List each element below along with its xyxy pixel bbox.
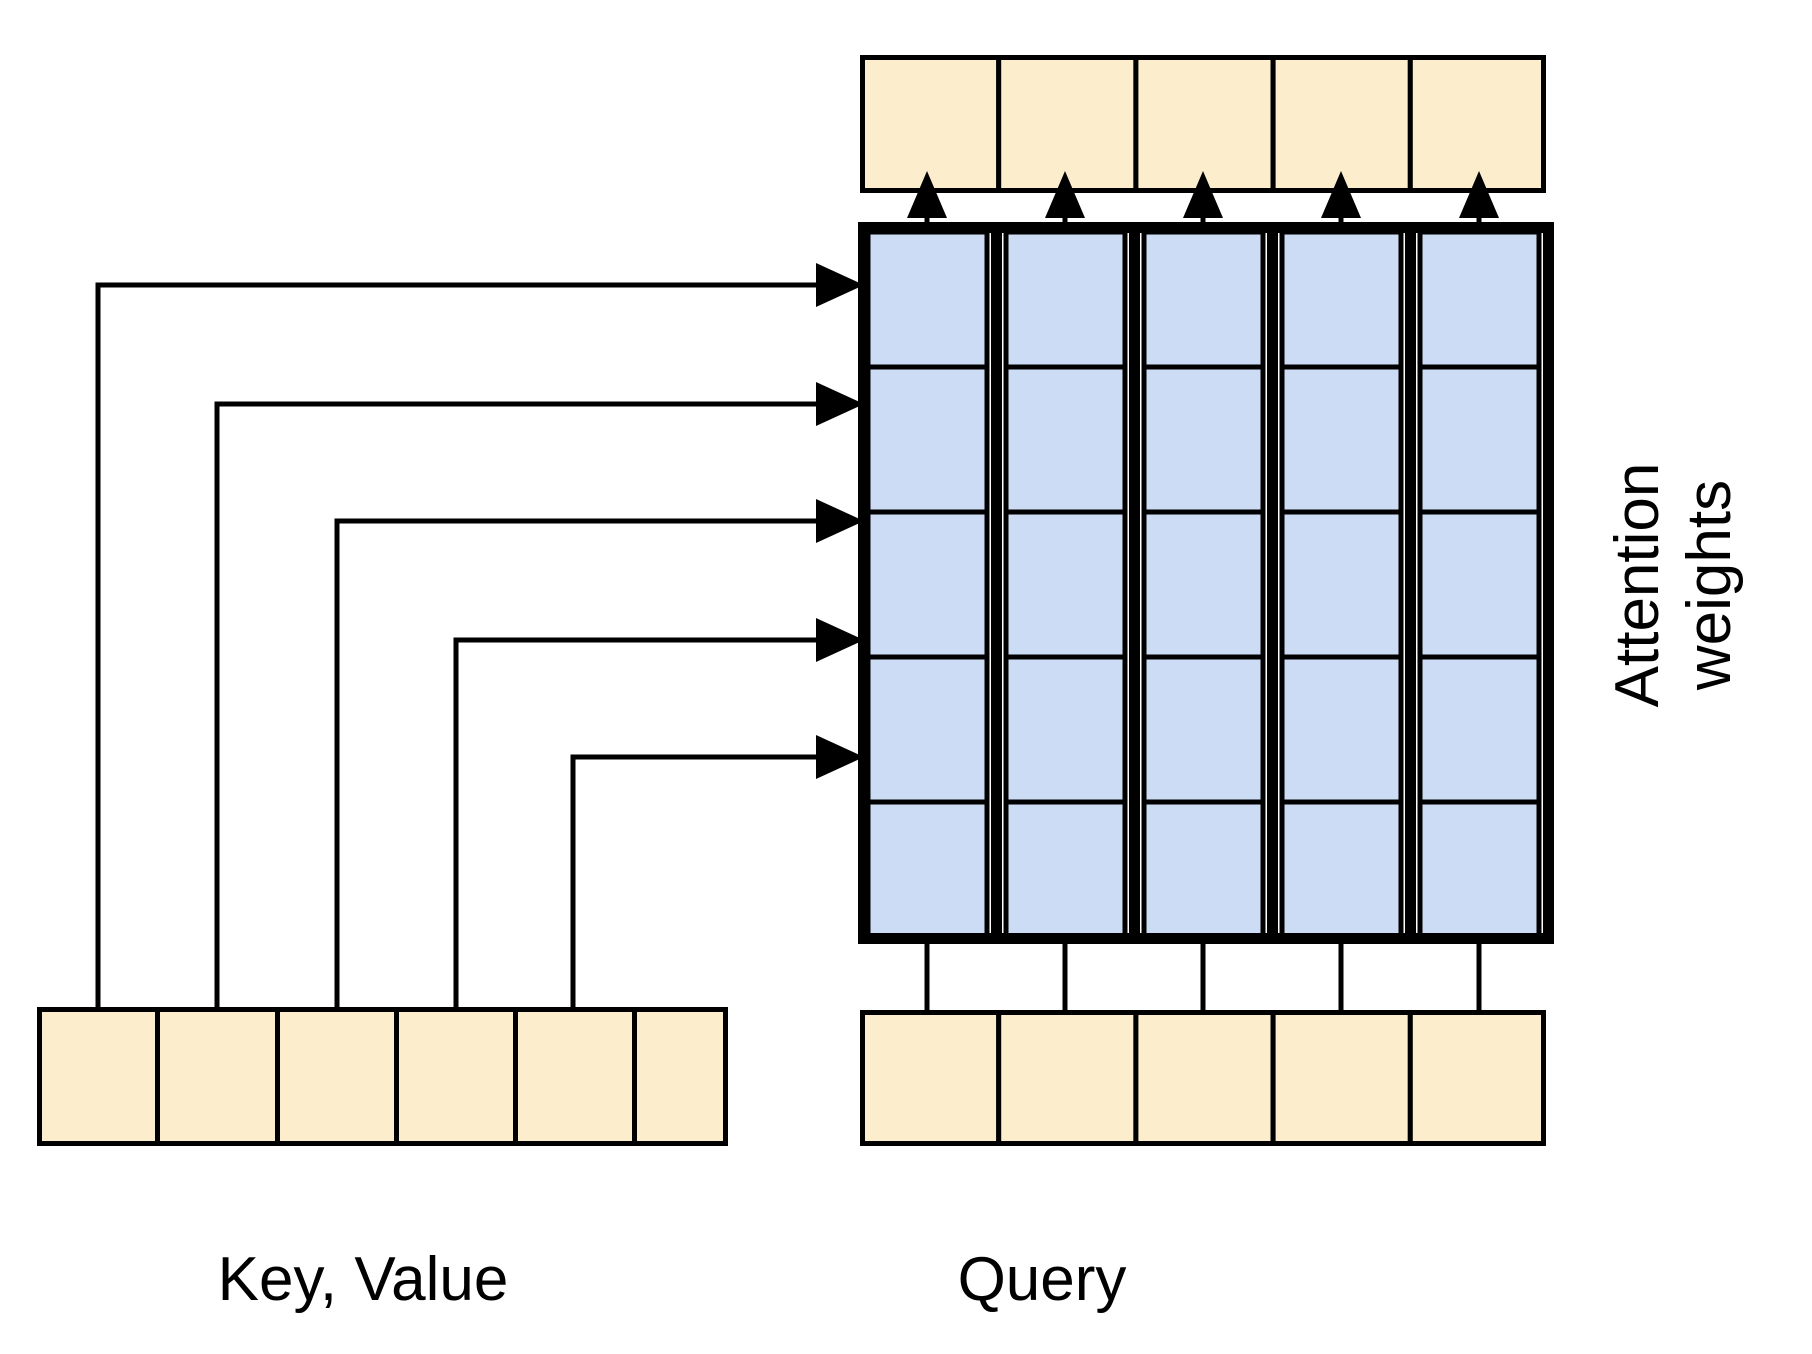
- attention-cell-r3c1[interactable]: [865, 509, 990, 660]
- arrowhead-up-5: [1459, 171, 1499, 218]
- attention-cell-r2c2[interactable]: [1003, 364, 1128, 515]
- attention-weights-line1: Attention: [1603, 463, 1672, 708]
- attention-weight-matrix: [858, 222, 1554, 944]
- attention-cell-r1c5[interactable]: [1417, 229, 1542, 370]
- attention-cell-r3c3[interactable]: [1141, 509, 1266, 660]
- attention-cell-r4c1[interactable]: [865, 654, 990, 805]
- arrowhead-right-5: [816, 735, 864, 779]
- attention-weights-line2: weights: [1675, 480, 1744, 691]
- elbow-arrow-1: [95, 263, 864, 1009]
- attention-cell-r2c3[interactable]: [1141, 364, 1266, 515]
- attention-cell-r4c4[interactable]: [1279, 654, 1404, 805]
- attention-weights-label: Attention weights: [1603, 463, 1744, 708]
- query-cell-3[interactable]: [1133, 1010, 1276, 1146]
- query-cell-2[interactable]: [996, 1010, 1139, 1146]
- arrowhead-right-1: [816, 263, 864, 307]
- arrowhead-up-4: [1321, 171, 1361, 218]
- attention-cell-r4c3[interactable]: [1141, 654, 1266, 805]
- output-cell-4[interactable]: [1270, 55, 1413, 193]
- query-cell-5[interactable]: [1407, 1010, 1547, 1146]
- attention-cell-r1c3[interactable]: [1141, 229, 1266, 370]
- key-value-cell-3[interactable]: [275, 1007, 399, 1146]
- key-value-cell-1[interactable]: [37, 1007, 160, 1146]
- attention-cell-r3c5[interactable]: [1417, 509, 1542, 660]
- arrowhead-right-3: [816, 499, 864, 543]
- query-cell-4[interactable]: [1270, 1010, 1413, 1146]
- keyvalue-to-matrix-arrows: [95, 263, 864, 1009]
- arrowhead-up-2: [1045, 171, 1085, 218]
- elbow-arrow-3: [334, 499, 864, 1009]
- attention-cell-r2c4[interactable]: [1279, 364, 1404, 515]
- attention-cell-r4c2[interactable]: [1003, 654, 1128, 805]
- elbow-arrow-2: [214, 382, 864, 1009]
- attention-cell-r5c5[interactable]: [1417, 799, 1542, 939]
- attention-cell-r2c5[interactable]: [1417, 364, 1542, 515]
- arrowhead-right-4: [816, 618, 864, 662]
- key-value-cell-2[interactable]: [155, 1007, 280, 1146]
- query-cell-1[interactable]: [860, 1010, 1002, 1146]
- attention-cell-r1c1[interactable]: [865, 229, 990, 370]
- attention-cell-r5c1[interactable]: [865, 799, 990, 939]
- arrowhead-up-1: [907, 171, 947, 218]
- elbow-arrow-5: [570, 735, 864, 1009]
- key-value-cell-4[interactable]: [394, 1007, 518, 1146]
- arrowhead-right-2: [816, 382, 864, 426]
- output-cell-1[interactable]: [860, 55, 1002, 193]
- matrix-outline: [858, 222, 1554, 944]
- matrix-to-output-arrows: [907, 171, 1499, 226]
- attention-cell-r5c3[interactable]: [1141, 799, 1266, 939]
- query-row: [860, 1010, 1547, 1146]
- elbow-arrow-4: [453, 618, 864, 1009]
- query-label: Query: [958, 1245, 1127, 1314]
- key-value-cell-5[interactable]: [513, 1007, 728, 1146]
- output-cell-3[interactable]: [1133, 55, 1276, 193]
- query-to-matrix-connectors: [924, 944, 1482, 1012]
- attention-cell-r2c1[interactable]: [865, 364, 990, 515]
- output-cell-2[interactable]: [996, 55, 1139, 193]
- output-cell-5[interactable]: [1407, 55, 1547, 193]
- attention-cell-r3c4[interactable]: [1279, 509, 1404, 660]
- key-value-label: Key, Value: [218, 1245, 509, 1314]
- attention-cell-r5c4[interactable]: [1279, 799, 1404, 939]
- attention-cell-r5c2[interactable]: [1003, 799, 1128, 939]
- attention-cell-r3c2[interactable]: [1003, 509, 1128, 660]
- output-row: [860, 55, 1547, 193]
- attention-cell-r1c2[interactable]: [1003, 229, 1128, 370]
- attention-cell-r4c5[interactable]: [1417, 654, 1542, 805]
- attention-cell-r1c4[interactable]: [1279, 229, 1404, 370]
- key-value-row: [37, 1007, 728, 1146]
- arrowhead-up-3: [1183, 171, 1223, 218]
